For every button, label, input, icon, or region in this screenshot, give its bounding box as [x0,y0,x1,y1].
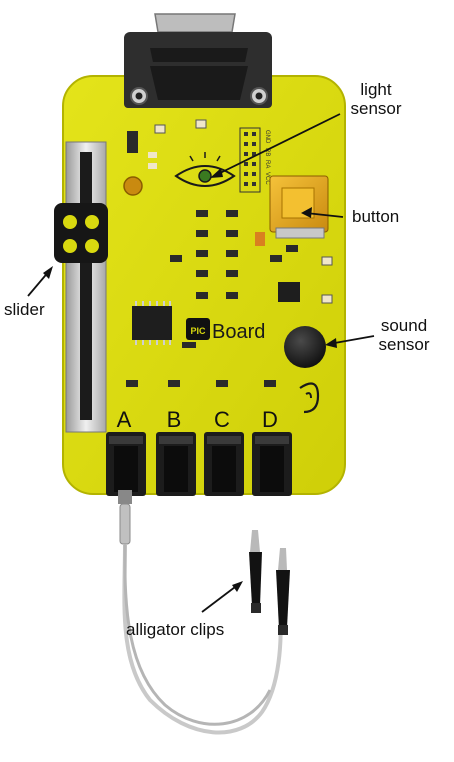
alligator-clips [249,530,290,635]
logo-mark: PIC [190,326,206,336]
port-label-b: B [167,407,182,432]
arrow-light-sensor [210,113,341,178]
clip-left [249,530,262,613]
jack-b [156,432,196,496]
pin-header: GND RB RA VCC [239,127,270,193]
sound-sensor-label: sound sensor [378,316,430,354]
arrow-sound-sensor [325,335,375,348]
capacitor [123,176,143,196]
port-label-c: C [214,407,230,432]
jack-c [204,432,244,496]
light-sensor-label: light sensor [350,80,402,118]
header-pin-label: RB [264,148,270,156]
slider [54,141,108,433]
port-label-a: A [117,407,132,432]
slider-knob [54,203,108,263]
alligator-clips-label: alligator clips [126,620,225,639]
board-logo: PIC Board [186,318,265,343]
probe-cable [118,490,283,735]
header-pin-label: RA [264,160,270,168]
slider-label: slider [4,300,45,319]
light-sensor [174,152,236,187]
arrow-button [301,207,344,218]
arrow-slider [27,266,53,297]
jack-d [252,432,292,496]
audio-jacks [106,432,292,496]
smd-components [126,119,333,387]
ic-chips [132,282,300,345]
clip-right [276,548,290,635]
push-button [269,175,329,239]
port-labels: A B C D [117,407,278,432]
header-pin-label: VCC [264,172,270,185]
header-pin-label: GND [264,130,270,144]
logo-text: Board [212,321,265,343]
button-label: button [352,207,400,226]
arrow-alligator-clips [201,581,243,613]
annotation-arrows [27,113,375,613]
port-label-d: D [262,407,278,432]
sound-sensor-mic [284,326,326,414]
jack-a [106,432,146,496]
